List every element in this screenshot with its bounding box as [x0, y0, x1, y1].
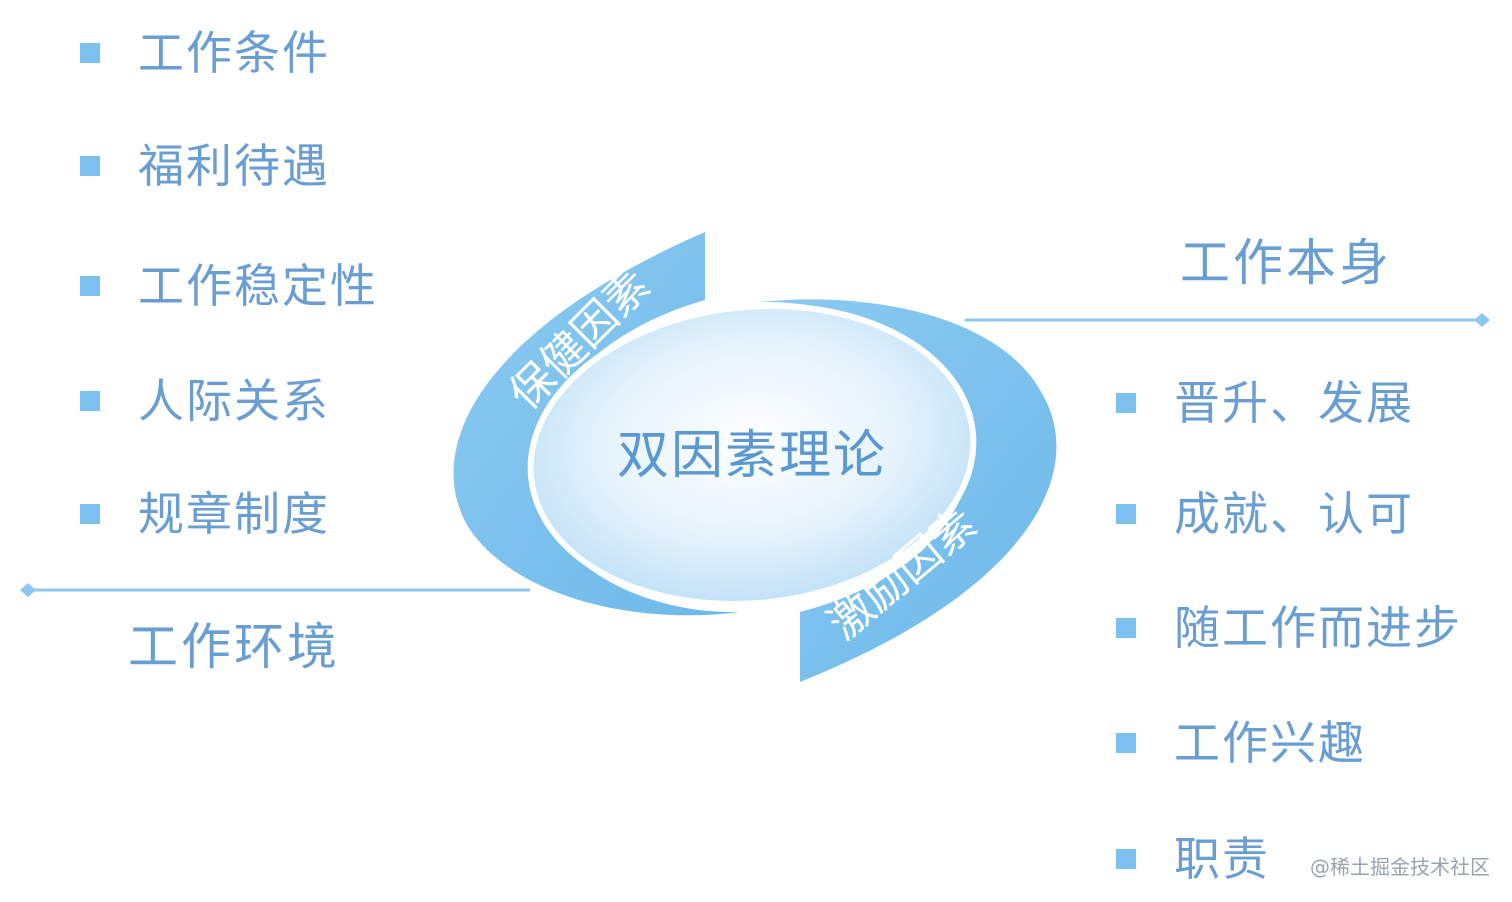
bullet-icon	[80, 504, 100, 524]
hygiene-item: 工作稳定性	[80, 263, 378, 309]
bullet-icon	[1116, 618, 1136, 638]
hygiene-item-label: 工作稳定性	[138, 259, 378, 313]
motivator-band	[760, 299, 1057, 682]
motivator-item-label: 成就、认可	[1174, 487, 1414, 541]
core-ellipse	[527, 302, 977, 608]
motivator-item-label: 晋升、发展	[1174, 376, 1414, 430]
motivator-group-title: 工作本身	[1180, 234, 1392, 292]
bullet-icon	[80, 391, 100, 411]
hygiene-group-title: 工作环境	[128, 618, 340, 676]
bullet-icon	[80, 276, 100, 296]
motivator-item: 工作兴趣	[1116, 720, 1366, 766]
bullet-icon	[80, 156, 100, 176]
motivator-item-label: 随工作而进步	[1174, 601, 1462, 655]
bullet-icon	[1116, 849, 1136, 869]
bullet-icon	[1116, 504, 1136, 524]
center-title: 双因素理论	[617, 426, 887, 486]
motivator-item: 职责	[1116, 836, 1270, 882]
connector-right-diamond	[1474, 313, 1490, 327]
hygiene-item: 福利待遇	[80, 143, 330, 189]
watermark: @稀土掘金技术社区	[1310, 855, 1490, 879]
hygiene-item-label: 福利待遇	[138, 139, 330, 193]
connector-left-diamond	[20, 583, 36, 597]
motivator-item-label: 职责	[1174, 832, 1270, 886]
hygiene-item-label: 人际关系	[138, 374, 330, 428]
bullet-icon	[1116, 733, 1136, 753]
hygiene-item: 人际关系	[80, 378, 330, 424]
hygiene-item: 工作条件	[80, 30, 330, 76]
hygiene-band	[453, 232, 740, 616]
motivator-item-label: 工作兴趣	[1174, 716, 1366, 770]
motivator-item: 晋升、发展	[1116, 380, 1414, 426]
bullet-icon	[1116, 393, 1136, 413]
hygiene-item: 规章制度	[80, 491, 330, 537]
motivator-item: 成就、认可	[1116, 491, 1414, 537]
bullet-icon	[80, 43, 100, 63]
motivator-item: 随工作而进步	[1116, 605, 1462, 651]
hygiene-item-label: 工作条件	[138, 26, 330, 80]
hygiene-item-label: 规章制度	[138, 487, 330, 541]
